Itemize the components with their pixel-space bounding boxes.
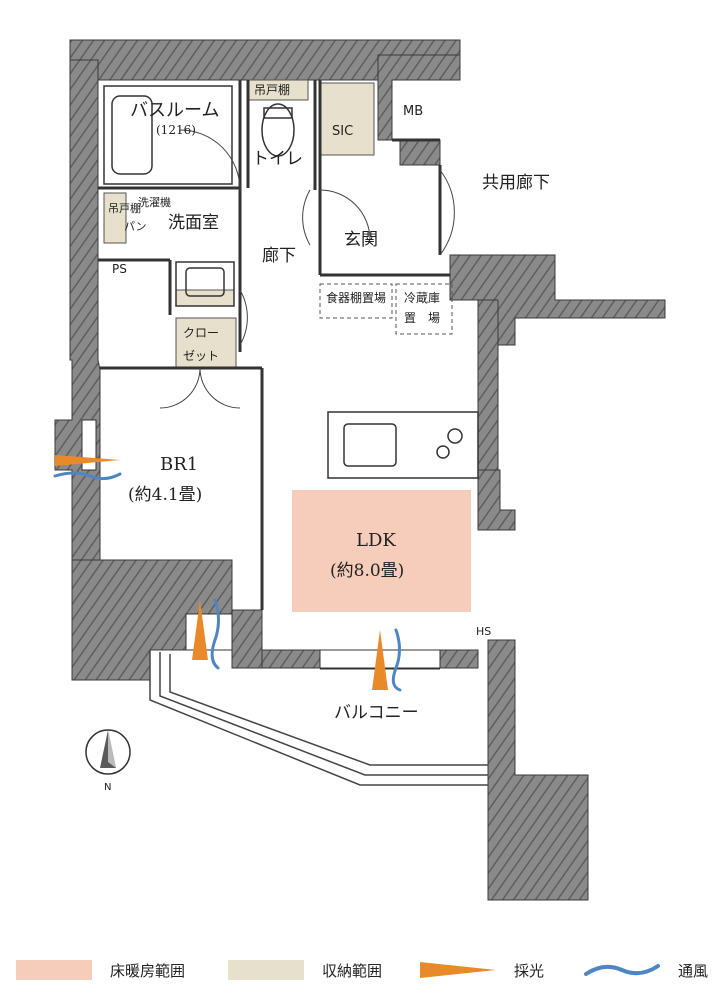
closet-label-1: クロー [183, 326, 219, 340]
legend-label-storage: 収納範囲 [322, 961, 383, 980]
partitions [98, 80, 450, 670]
wall-balcony-right [487, 639, 589, 901]
washroom-cabinet-label: 吊戸棚 [108, 201, 141, 215]
washroom-cabinet-zone [103, 192, 127, 244]
north-label: N [104, 782, 111, 793]
compass-icon [85, 729, 131, 775]
wall-hs-strip [439, 649, 479, 669]
bathroom-label: バスルーム [130, 100, 219, 121]
fridge-label-1: 冷蔵庫 [404, 291, 440, 305]
walls [54, 39, 666, 901]
wall-bottom-mid [231, 609, 263, 669]
ps-label: PS [112, 262, 127, 276]
storage-swatch [228, 960, 304, 980]
ldk-size-label: (約8.0畳) [330, 561, 404, 581]
washing-machine-label: 洗濯機 [138, 195, 171, 209]
balcony-outline [149, 650, 488, 786]
floor-heating-zone [292, 490, 471, 612]
sic-label: SIC [332, 124, 353, 139]
common-corridor-label: 共用廊下 [482, 173, 550, 193]
toilet-cabinet-label: 吊戸棚 [254, 82, 290, 97]
wall-entrance-right [399, 139, 441, 166]
br1-size-label: (約4.1畳) [128, 485, 202, 505]
daylight-legend-icon [420, 962, 496, 978]
kitchen-counter [327, 411, 479, 479]
wall-top [69, 39, 461, 81]
legend-label-daylight: 採光 [514, 961, 545, 980]
mb-label: MB [403, 104, 423, 119]
legend-item-daylight: 採光 [420, 959, 544, 981]
appliance-spaces [319, 283, 453, 335]
balcony-label: バルコニー [334, 703, 419, 723]
legend-label-floor-heating: 床暖房範囲 [110, 961, 186, 980]
ldk-label: LDK [356, 530, 396, 551]
wall-left [54, 39, 101, 561]
ventilation-icon [53, 471, 402, 692]
fridge-label-2: 置 場 [404, 311, 440, 325]
toilet-fixture [261, 103, 295, 157]
hs-label: HS [476, 625, 491, 638]
dish-shelf-label: 食器棚置場 [326, 290, 386, 305]
sic-zone [319, 82, 375, 156]
washbasin [175, 261, 235, 307]
legend-item-storage: 収納範囲 [228, 959, 382, 981]
daylight-icon [55, 455, 388, 690]
legend-item-ventilation: 通風 [584, 959, 708, 981]
closet-label-2: ゼット [183, 349, 219, 363]
bathtub [103, 85, 233, 185]
legend-label-ventilation: 通風 [678, 961, 709, 980]
pantry-label: パン [124, 220, 147, 233]
washroom-bottom-zone [175, 289, 235, 307]
ventilation-legend-icon [584, 964, 660, 976]
legend-item-floor-heating: 床暖房範囲 [16, 959, 185, 981]
toilet-label: トイレ [252, 149, 303, 169]
wall-right-mid [477, 469, 516, 531]
hallway-label: 廊下 [262, 246, 296, 266]
washroom-label: 洗面室 [168, 213, 219, 233]
floor-heating-swatch [16, 960, 92, 980]
entrance-label: 玄関 [344, 230, 378, 250]
wall-top-right [377, 54, 461, 141]
doors [159, 129, 455, 409]
br1-label: BR1 [160, 454, 198, 475]
storage-zones [103, 79, 375, 369]
wall-right-column [477, 299, 499, 471]
legend: 床暖房範囲 収納範囲 採光 通風 [0, 945, 725, 995]
floor-plan: バスルーム (1216) トイレ 吊戸棚 SIC MB 共用廊下 洗面室 吊戸棚… [53, 39, 666, 901]
bathroom-size-label: (1216) [156, 123, 196, 137]
wall-bottom-strip [261, 649, 321, 669]
